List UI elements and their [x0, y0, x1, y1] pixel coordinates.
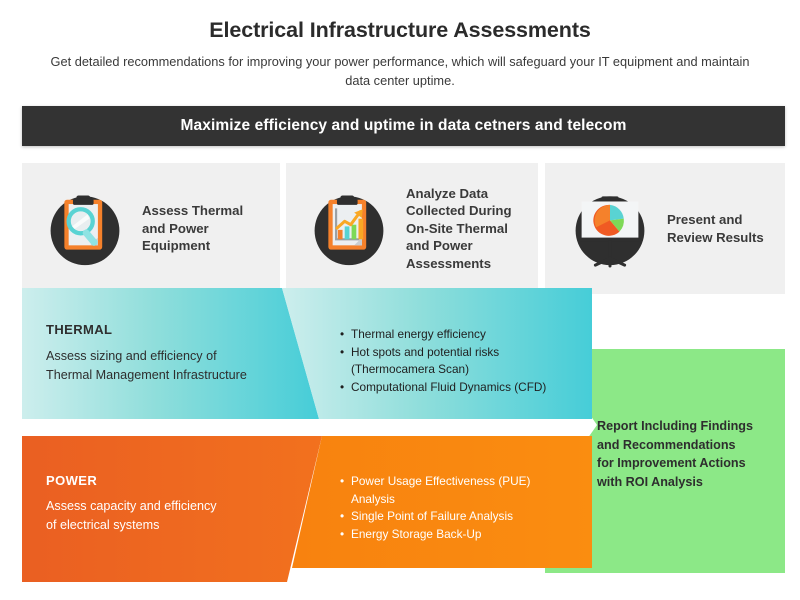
result-band: [545, 349, 785, 573]
step-panel-analyze: Analyze Data Collected During On-Site Th…: [286, 163, 538, 294]
headline-banner-text: Maximize efficiency and uptime in data c…: [180, 117, 627, 134]
step-panel-present-label: Present and Review Results: [667, 212, 764, 245]
step-panel-assess: Assess Thermal and Power Equipment: [22, 163, 280, 294]
page-title: Electrical Infrastructure Assessments: [209, 18, 591, 42]
power-band: [22, 436, 592, 582]
step-panel-assess-label: Assess Thermal and Power Equipment: [142, 203, 244, 254]
clipboard-magnifier-icon: [42, 186, 128, 272]
step-panel-present: Present and Review Results: [545, 163, 785, 294]
page-subtitle: Get detailed recommendations for improvi…: [50, 54, 750, 88]
step-panel-analyze-label: Analyze Data Collected During On-Site Th…: [406, 185, 512, 271]
headline-banner: Maximize efficiency and uptime in data c…: [22, 106, 785, 146]
thermal-band: [22, 288, 592, 419]
presentation-pie-chart-icon: [567, 186, 653, 272]
clipboard-bar-chart-icon: [306, 186, 392, 272]
